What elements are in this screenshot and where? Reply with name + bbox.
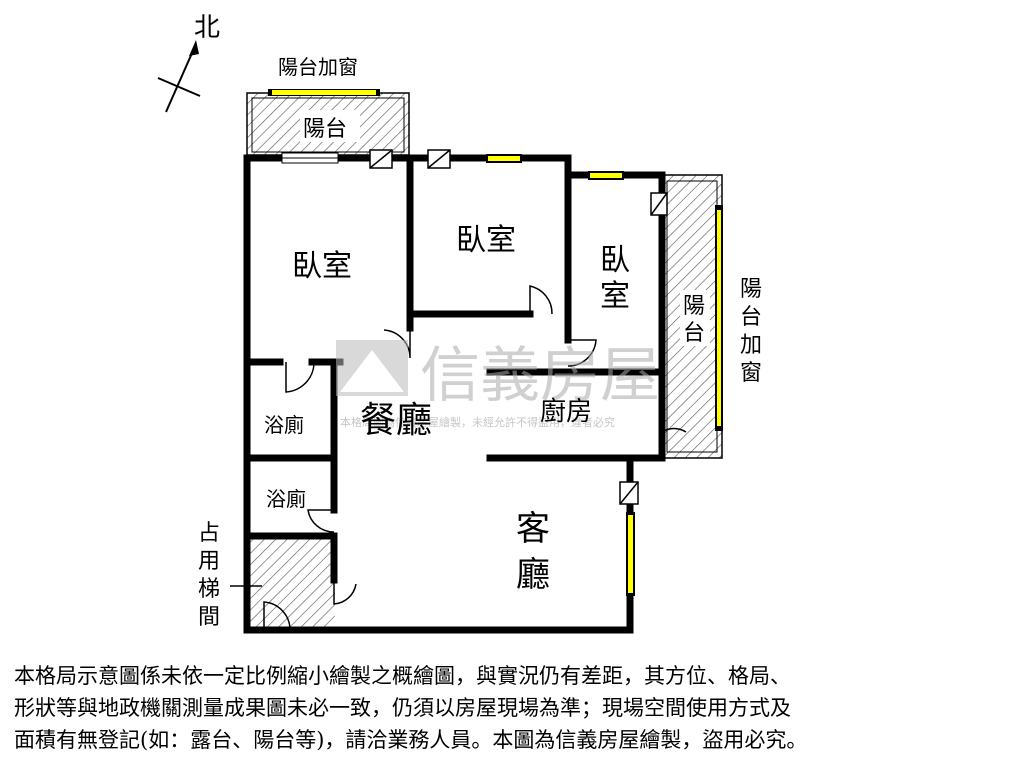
stairwell [247, 536, 335, 630]
vents [369, 149, 668, 505]
bath-1-label: 浴廁 [264, 413, 304, 437]
svg-text:陽: 陽 [740, 277, 762, 302]
balcony-right-label-1: 陽 [683, 294, 705, 319]
svg-text:用: 用 [198, 549, 220, 574]
watermark: 信義房屋 本格局圖為信義房屋繪製，未經允許不得盜用，違者必究 [336, 340, 660, 429]
balcony-right: 陽 台 [661, 174, 723, 459]
svg-text:占: 占 [198, 521, 220, 546]
bedroom-3-label-2: 室 [600, 279, 630, 314]
svg-text:加: 加 [740, 333, 762, 358]
disclaimer-line-2: 形狀等與地政機關測量成果圖未必一致，仍須以房屋現場為準；現場空間使用方式及 [14, 696, 791, 720]
kitchen-label: 廚房 [540, 397, 592, 427]
svg-text:台: 台 [740, 305, 762, 330]
balcony-right-label-2: 台 [683, 321, 705, 346]
balcony-right-window [717, 210, 721, 426]
bath-2-label: 浴廁 [266, 487, 306, 511]
living-label-2: 廳 [516, 555, 550, 595]
stairwell-label: 占 用 梯 間 [198, 521, 262, 630]
watermark-notice: 本格局圖為信義房屋繪製，未經允許不得盜用，違者必究 [340, 415, 615, 429]
svg-text:間: 間 [198, 605, 220, 630]
disclaimer-line-1: 本格局示意圖係未依一定比例縮小繪製之概繪圖，與實況仍有差距，其方位、格局、 [14, 664, 791, 688]
balcony-top-window [272, 90, 376, 95]
bedroom-3-label-1: 臥 [600, 243, 630, 278]
disclaimer-line-3: 面積有無登記(如：露台、陽台等)，請洽業務人員。本圖為信義房屋繪製，盜用必究。 [14, 728, 808, 752]
balcony-window-top-label: 陽台加窗 [278, 55, 358, 79]
windows [281, 152, 635, 596]
bedroom-2-label: 臥室 [456, 223, 516, 258]
compass: 北 [157, 13, 220, 113]
living-label-1: 客 [516, 509, 550, 549]
dining-label: 餐廳 [360, 400, 432, 441]
floor-plan-drawing: 北 陽台 陽台加窗 陽 台 陽 台 加 窗 [157, 13, 762, 634]
compass-north-label: 北 [194, 13, 220, 43]
watermark-brand: 信義房屋 [420, 341, 660, 411]
balcony-top-label: 陽台 [303, 117, 347, 142]
bedroom-1-label: 臥室 [292, 249, 352, 284]
svg-text:梯: 梯 [198, 577, 220, 602]
balcony-window-right-label: 陽 台 加 窗 [740, 277, 762, 386]
balcony-top: 陽台 [246, 89, 410, 156]
disclaimer: 本格局示意圖係未依一定比例縮小繪製之概繪圖，與實況仍有差距，其方位、格局、 形狀… [14, 660, 1014, 756]
svg-text:窗: 窗 [740, 361, 762, 386]
